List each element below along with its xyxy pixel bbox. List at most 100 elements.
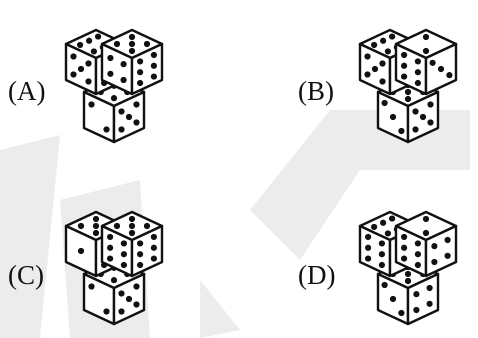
pip [426,300,433,307]
pip [419,113,427,121]
pip [92,215,100,223]
pip [389,295,397,303]
pip [85,60,92,67]
pip [437,65,445,73]
pip [137,69,144,76]
pip [92,229,100,237]
pip [70,71,77,78]
pip [150,233,157,241]
pip [107,54,114,62]
pip [401,244,408,251]
pip [150,255,157,262]
pip [107,255,114,262]
pip [137,261,144,269]
pip [404,277,412,285]
pip [77,41,84,49]
pip [378,240,385,247]
option-label-a: (A) [8,76,46,106]
pip [379,60,386,67]
pip [77,222,85,230]
pip [427,101,434,108]
pip [389,33,396,40]
pip [365,244,372,251]
pip [401,51,408,59]
pip [118,126,125,133]
pip [444,236,451,244]
pip [413,291,420,298]
pip [137,251,144,258]
pip [120,251,127,258]
pip [113,222,121,230]
pip [364,53,371,60]
pip [77,247,85,255]
pip [118,290,125,297]
pip [414,58,421,65]
pip [143,40,151,48]
pip [150,244,157,251]
pip [401,255,408,262]
pip [143,222,151,230]
pip [422,229,430,237]
option-label-c: (C) [8,260,44,290]
pip [118,108,125,115]
pip [401,233,408,241]
option-label-b: (B) [298,76,334,106]
pip [128,215,136,223]
pip [404,270,412,278]
pip [128,40,136,48]
pip [427,119,434,126]
pip [133,283,140,290]
pip [398,127,405,135]
pip [429,59,436,66]
pip [379,78,386,85]
pip [412,108,419,115]
pip [85,78,92,85]
pip [414,261,421,269]
pip [86,37,93,44]
pip [137,240,144,247]
pip [380,37,387,44]
die-d-2 [394,210,458,278]
pip [371,41,378,49]
pip [128,229,136,237]
pip [120,261,127,269]
watermark-shape-right [250,110,470,260]
pip [446,72,453,79]
pip [92,222,100,230]
pip [120,240,127,247]
pip [398,309,405,317]
pip [422,33,430,41]
pip [371,223,378,231]
pip [401,62,408,69]
dice-group-d [358,210,458,326]
pip [426,284,433,292]
pip [137,58,144,65]
watermark-shape-left [0,135,60,338]
pip [444,252,451,259]
pip [380,219,387,226]
pip [365,255,372,262]
pip [381,99,388,107]
pip [404,88,412,96]
pip [431,258,438,266]
pip [118,308,125,315]
die-b-2 [394,28,458,96]
pip [125,113,133,121]
die-a-2 [100,28,164,96]
pip [128,222,136,230]
pip [431,243,438,250]
pip [107,233,114,241]
pip [107,70,114,77]
pip [422,47,430,55]
pip [125,295,133,303]
pip [120,61,127,68]
pip [414,79,421,87]
die-c-2 [100,210,164,278]
watermark-shape-bottom [200,280,240,338]
pip [110,277,118,284]
pip [414,240,421,247]
pip [371,65,379,73]
pip [77,65,85,73]
